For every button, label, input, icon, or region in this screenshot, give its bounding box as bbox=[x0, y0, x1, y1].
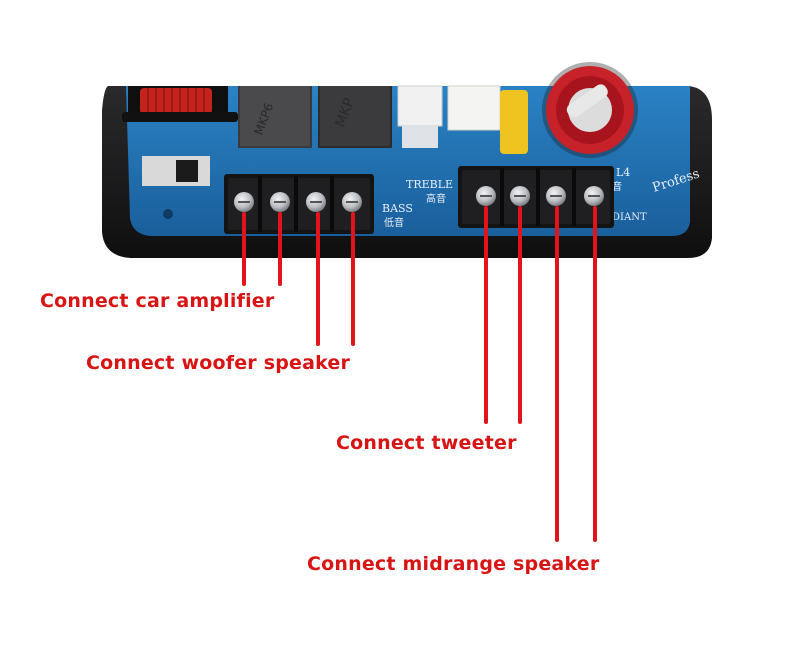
capacitor-1: MKP6 bbox=[238, 86, 312, 148]
svg-text:音: 音 bbox=[612, 180, 622, 193]
wires bbox=[242, 206, 597, 542]
inductor-left bbox=[122, 86, 238, 122]
terminal-block-left bbox=[224, 174, 374, 234]
label-tweeter: Connect tweeter bbox=[336, 432, 517, 454]
label-woofer-speaker: Connect woofer speaker bbox=[86, 352, 351, 374]
resistor-1 bbox=[397, 85, 443, 127]
label-midrange-speaker: Connect midrange speaker bbox=[307, 553, 600, 575]
label-car-amplifier: Connect car amplifier bbox=[40, 290, 275, 312]
svg-text:L4: L4 bbox=[616, 166, 630, 179]
svg-text:高音: 高音 bbox=[426, 192, 446, 205]
svg-text:TREBLE: TREBLE bbox=[406, 178, 453, 191]
mount-hole bbox=[163, 209, 173, 219]
inductor-right bbox=[542, 62, 638, 158]
selector-switch-knob bbox=[176, 160, 198, 182]
svg-text:DIANT: DIANT bbox=[612, 212, 647, 223]
resistor-1-base bbox=[402, 126, 438, 148]
resistor-2 bbox=[447, 85, 501, 131]
yellow-capacitor bbox=[500, 90, 528, 154]
svg-text:低音: 低音 bbox=[384, 216, 404, 229]
capacitor-2: MKP bbox=[318, 86, 392, 148]
svg-text:BASS: BASS bbox=[382, 202, 413, 215]
terminal-block-right bbox=[458, 166, 614, 228]
